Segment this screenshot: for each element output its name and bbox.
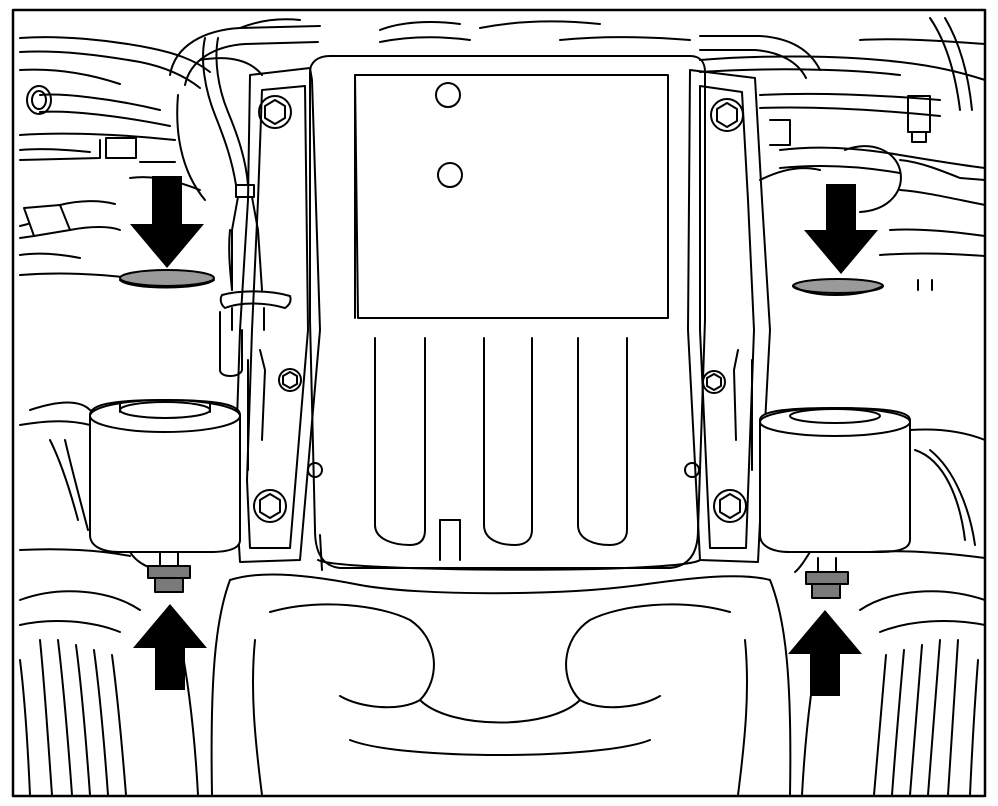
upper-left-piping [19, 36, 211, 279]
bolt-upper-right [710, 98, 744, 132]
bracket-bolts [253, 95, 747, 523]
right-bushing [759, 278, 986, 573]
central-pan [309, 55, 706, 571]
right-cv-boot [801, 590, 986, 796]
pan-hole-lower [437, 162, 463, 188]
pan-hole-upper [435, 82, 461, 108]
bolt-lower-right [713, 489, 747, 523]
arrow-upper-right-down [804, 184, 878, 274]
right-mounting-nut [805, 557, 849, 599]
bolt-lower-left [253, 489, 287, 523]
left-bushing [19, 269, 241, 571]
arrow-lower-right-up [788, 610, 862, 696]
bolt-mid-left [278, 368, 302, 392]
lower-housing [210, 573, 792, 796]
arrow-lower-left-up [133, 604, 207, 690]
left-bracket-plate [234, 67, 321, 563]
bolt-mid-right [702, 370, 726, 394]
left-bushing-washer [119, 269, 215, 287]
crossmember-outline [169, 18, 821, 201]
left-mounting-nut [147, 551, 191, 593]
sensor-harness [202, 37, 292, 377]
figure-frame [11, 8, 987, 798]
arrow-upper-left-down [130, 176, 204, 268]
stud-lower-left [307, 462, 323, 478]
stud-lower-right [684, 462, 700, 478]
bolt-upper-left [258, 95, 292, 129]
